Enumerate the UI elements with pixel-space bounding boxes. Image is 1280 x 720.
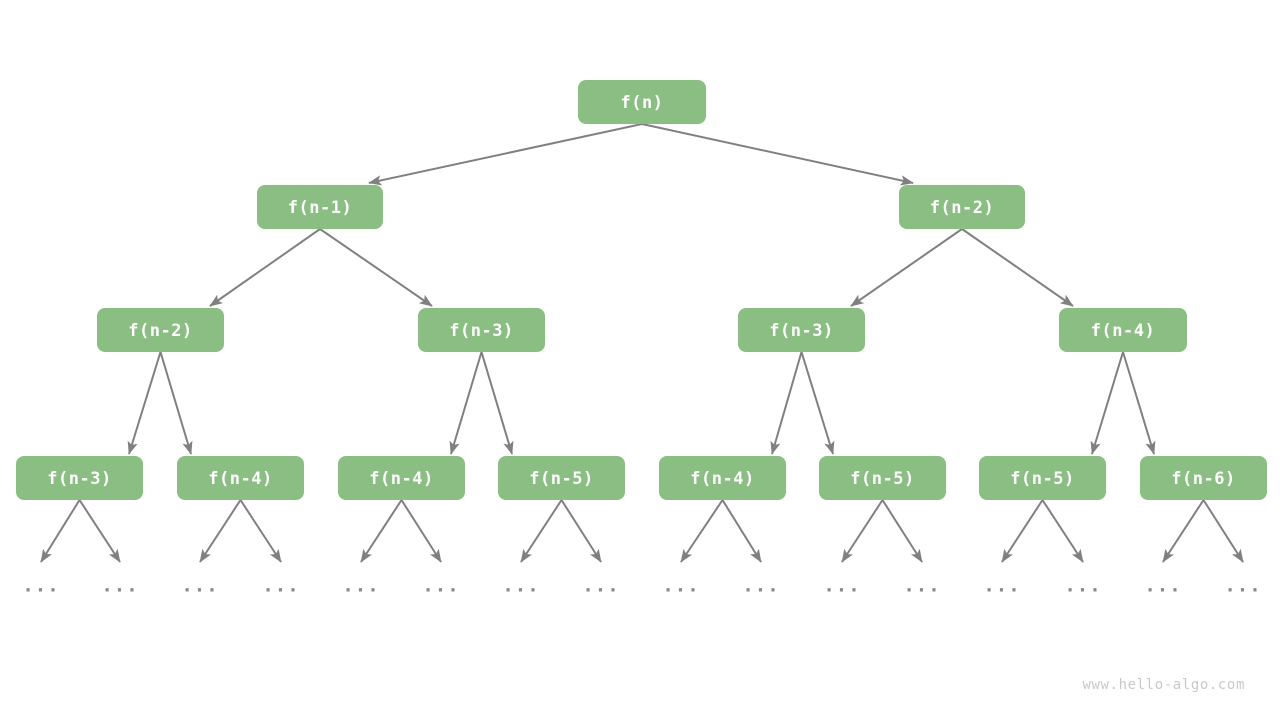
tree-node-box — [1059, 308, 1187, 352]
ellipsis-label: ... — [742, 575, 779, 597]
tree-node[interactable]: f(n-4) — [338, 456, 465, 500]
tree-node-label: f(n-5) — [850, 469, 914, 489]
leaf-stub-edge — [1162, 499, 1205, 563]
tree-node-label: f(n-1) — [288, 198, 352, 218]
tree-node-box — [1140, 456, 1267, 500]
ellipsis-label: ... — [101, 575, 138, 597]
tree-node-label: f(n-4) — [1091, 321, 1155, 341]
tree-node-label: f(n-5) — [1010, 469, 1074, 489]
ellipsis-layer: ........................................… — [22, 575, 1261, 597]
tree-node-box — [979, 456, 1106, 500]
tree-edge — [449, 351, 483, 455]
ellipsis-label: ... — [582, 575, 619, 597]
tree-node[interactable]: f(n-2) — [97, 308, 224, 352]
tree-node-box — [578, 80, 706, 124]
ellipsis-label: ... — [342, 575, 379, 597]
ellipsis-label: ... — [181, 575, 218, 597]
leaf-stub-edge — [881, 499, 923, 563]
tree-node-box — [819, 456, 946, 500]
ellipsis-label: ... — [502, 575, 539, 597]
tree-edge — [641, 123, 914, 186]
tree-node[interactable]: f(n-4) — [1059, 308, 1187, 352]
tree-node-label: f(n-2) — [128, 321, 192, 341]
ellipsis-label: ... — [662, 575, 699, 597]
leaf-stub-arrows-layer — [40, 499, 1244, 563]
tree-node-label: f(n-4) — [369, 469, 433, 489]
tree-edge — [159, 351, 193, 455]
leaf-stub-edge — [721, 499, 762, 563]
tree-edge — [319, 228, 433, 307]
leaf-stub-edge — [239, 499, 282, 563]
tree-node-label: f(n) — [621, 93, 664, 113]
tree-node[interactable]: f(n-2) — [899, 185, 1025, 229]
tree-edge — [1090, 351, 1124, 455]
tree-node-label: f(n-3) — [47, 469, 111, 489]
ellipsis-label: ... — [903, 575, 940, 597]
leaf-stub-edge — [520, 499, 563, 563]
tree-node-box — [498, 456, 625, 500]
tree-node-box — [177, 456, 304, 500]
leaf-stub-edge — [40, 499, 81, 563]
edges-layer — [127, 123, 1156, 455]
tree-edge — [961, 228, 1074, 307]
ellipsis-label: ... — [1224, 575, 1261, 597]
leaf-stub-edge — [360, 499, 403, 563]
ellipsis-label: ... — [1144, 575, 1181, 597]
tree-node-box — [338, 456, 465, 500]
tree-node-label: f(n-3) — [769, 321, 833, 341]
tree-node[interactable]: f(n-3) — [16, 456, 143, 500]
tree-edge — [209, 228, 321, 307]
tree-node[interactable]: f(n-6) — [1140, 456, 1267, 500]
leaf-stub-edge — [841, 499, 884, 563]
tree-edge — [850, 228, 963, 307]
leaf-stub-edge — [680, 499, 724, 563]
tree-node-box — [97, 308, 224, 352]
leaf-stub-edge — [78, 499, 121, 563]
ellipsis-label: ... — [823, 575, 860, 597]
leaf-stub-edge — [1041, 499, 1084, 563]
tree-node-label: f(n-5) — [529, 469, 593, 489]
tree-edge — [770, 351, 803, 455]
leaf-stub-edge — [199, 499, 242, 563]
tree-node[interactable]: f(n-3) — [738, 308, 865, 352]
tree-node-label: f(n-2) — [930, 198, 994, 218]
tree-node[interactable]: f(n-5) — [979, 456, 1106, 500]
tree-edge — [368, 123, 643, 186]
ellipsis-label: ... — [1064, 575, 1101, 597]
tree-node-box — [257, 185, 383, 229]
tree-node-label: f(n-4) — [208, 469, 272, 489]
tree-node-box — [899, 185, 1025, 229]
leaf-stub-edge — [560, 499, 602, 563]
tree-node[interactable]: f(n-5) — [498, 456, 625, 500]
tree-edge — [1122, 351, 1156, 455]
tree-node[interactable]: f(n-3) — [418, 308, 545, 352]
tree-node-box — [16, 456, 143, 500]
leaf-stub-edge — [1001, 499, 1044, 563]
tree-node-box — [418, 308, 545, 352]
leaf-stub-edge — [1202, 499, 1244, 563]
tree-node-box — [659, 456, 786, 500]
tree-edge — [480, 351, 514, 455]
watermark: www.hello-algo.com — [1082, 677, 1245, 693]
tree-node-label: f(n-6) — [1171, 469, 1235, 489]
tree-node-label: f(n-3) — [449, 321, 513, 341]
ellipsis-label: ... — [983, 575, 1020, 597]
nodes-layer: f(n) f(n-1) f(n-2) f(n-2) f(n-3) f(n-3) f(n-4)… — [16, 80, 1267, 500]
tree-node[interactable]: f(n-4) — [177, 456, 304, 500]
tree-node[interactable]: f(n-5) — [819, 456, 946, 500]
tree-node[interactable]: f(n-4) — [659, 456, 786, 500]
tree-node-label: f(n-4) — [690, 469, 754, 489]
tree-node[interactable]: f(n) — [578, 80, 706, 124]
leaf-stub-edge — [400, 499, 442, 563]
tree-edge — [800, 351, 835, 455]
ellipsis-label: ... — [262, 575, 299, 597]
tree-edge — [127, 351, 162, 455]
tree-node[interactable]: f(n-1) — [257, 185, 383, 229]
ellipsis-label: ... — [22, 575, 59, 597]
ellipsis-label: ... — [422, 575, 459, 597]
tree-node-box — [738, 308, 865, 352]
